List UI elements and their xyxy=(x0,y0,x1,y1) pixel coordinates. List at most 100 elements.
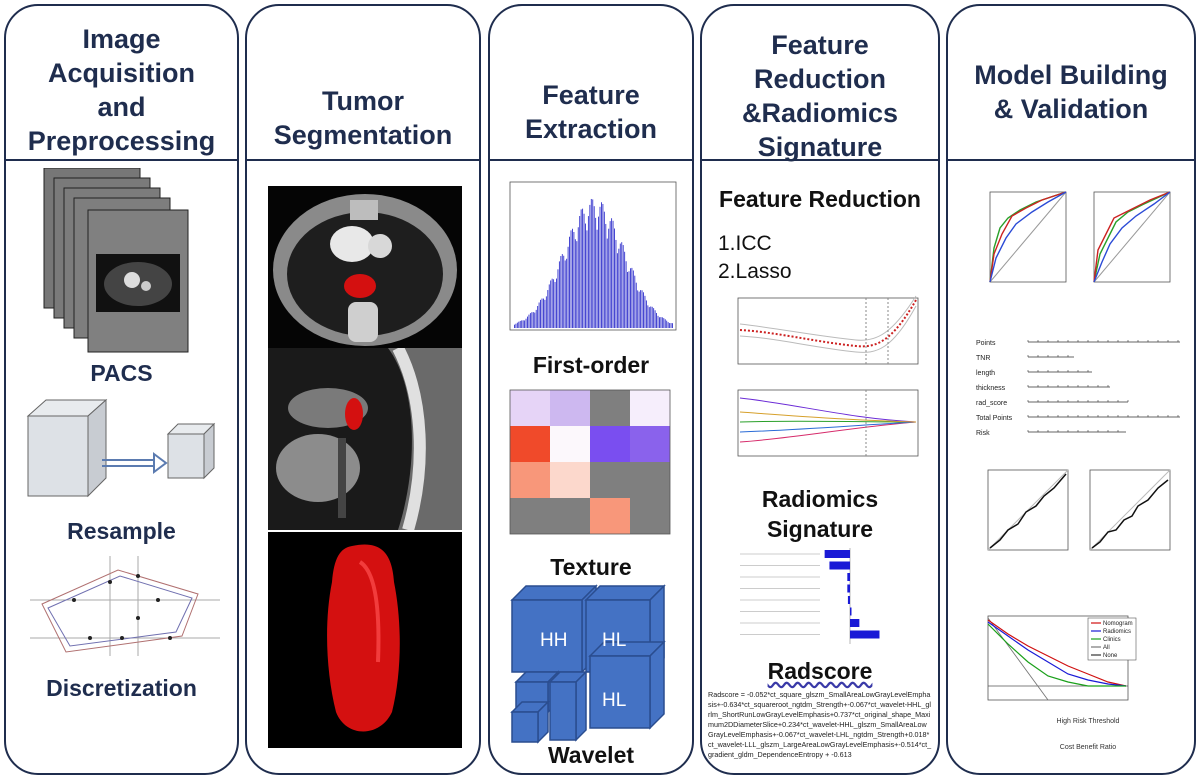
nomogram-row-label: TNR xyxy=(976,355,990,362)
heatmap-cell xyxy=(630,426,670,462)
histogram-bar xyxy=(570,230,572,328)
histogram-bar xyxy=(569,236,570,328)
dca-curve xyxy=(987,623,1126,687)
legend-label: Radiomics xyxy=(1103,629,1131,635)
panel-title: Model Building & Validation xyxy=(948,58,1194,126)
histogram-bar xyxy=(657,315,659,328)
histogram-bar xyxy=(535,309,537,328)
title-line: Reduction xyxy=(754,64,886,94)
dca-x-label: High Risk Threshold xyxy=(1056,718,1120,725)
roc-curve-right xyxy=(1093,191,1171,283)
histogram-bar xyxy=(672,323,673,328)
feature-reduction-heading: Feature Reduction xyxy=(719,186,921,212)
histogram-bar xyxy=(648,307,650,328)
coefficient-bar xyxy=(850,619,860,627)
histogram-bar xyxy=(621,242,623,328)
dca-curve xyxy=(987,621,1127,687)
roc-curve-left xyxy=(989,191,1067,283)
histogram-bar xyxy=(644,295,646,328)
histogram-bar xyxy=(667,322,669,328)
histogram-bar xyxy=(599,206,601,328)
histogram-bar xyxy=(637,290,639,328)
histogram-bar xyxy=(567,246,569,328)
histogram-bar xyxy=(524,320,526,328)
histogram-bar xyxy=(663,318,665,328)
histogram-bar xyxy=(556,278,557,328)
panel-title: Tumor Segmentation xyxy=(247,84,479,152)
heatmap-cell xyxy=(630,462,670,498)
tumor-3d-render xyxy=(268,532,462,748)
histogram-bar xyxy=(540,299,541,328)
coefficient-bar xyxy=(847,584,850,593)
heatmap-cell xyxy=(550,462,590,498)
legend-label: Nomogram xyxy=(1103,621,1133,627)
histogram-bar xyxy=(548,284,550,328)
histogram-bar xyxy=(602,203,604,328)
histogram-bar xyxy=(660,317,662,328)
histogram-bar xyxy=(522,320,524,328)
histogram-bar xyxy=(590,198,592,328)
histogram-bar xyxy=(572,228,573,328)
divider xyxy=(702,159,938,161)
histogram-bar xyxy=(541,298,543,328)
histogram-bar xyxy=(534,312,536,328)
heatmap-cell xyxy=(510,462,550,498)
histogram-bar xyxy=(580,209,582,328)
panel-title: Image Acquisition and Preprocessing xyxy=(6,22,237,158)
histogram-bar xyxy=(531,312,533,328)
pacs-stack-icon xyxy=(43,168,189,353)
heatmap-cell xyxy=(630,390,670,426)
histogram-bar xyxy=(625,261,627,328)
legend-label: Clinics xyxy=(1103,637,1121,643)
radscore-formula: Radscore = -0.052*ct_square_glszm_SmallA… xyxy=(708,690,932,759)
title-line: & Validation xyxy=(993,94,1149,124)
histogram-bar xyxy=(661,317,663,328)
all-curve xyxy=(987,617,1049,701)
divider xyxy=(948,159,1194,161)
histogram-bar xyxy=(651,306,653,328)
lasso-coefficient-plot xyxy=(737,389,919,457)
histogram-bar xyxy=(577,227,579,328)
histogram-bar xyxy=(538,302,540,328)
title-line: Extraction xyxy=(524,114,658,144)
coefficient-bar xyxy=(847,573,850,581)
histogram-bar xyxy=(647,305,649,328)
histogram-bar xyxy=(603,211,605,328)
histogram-bar xyxy=(557,269,559,328)
histogram-bar xyxy=(560,256,562,328)
histogram-bar xyxy=(529,313,531,328)
histogram-bar xyxy=(573,231,575,328)
histogram-bar xyxy=(554,281,556,328)
divider xyxy=(6,159,237,161)
histogram-bar xyxy=(579,216,581,328)
panel-segmentation: Tumor Segmentation xyxy=(245,4,481,775)
calibration-curve-right xyxy=(1089,469,1171,551)
histogram-bar xyxy=(558,261,560,328)
heatmap-cell xyxy=(590,426,630,462)
histogram-bar xyxy=(553,279,555,328)
histogram-bar xyxy=(664,319,666,328)
histogram-frame xyxy=(509,181,677,331)
histogram-bar xyxy=(635,282,637,328)
histogram-bar xyxy=(606,238,608,328)
nomogram-row-label: Risk xyxy=(976,430,990,437)
title-line: Image xyxy=(82,24,161,54)
discretization-label: Discretization xyxy=(46,675,197,701)
step-lasso: 2.Lasso xyxy=(718,260,792,283)
histogram-bar xyxy=(638,291,640,328)
heatmap-cell xyxy=(510,390,550,426)
histogram-bar xyxy=(670,323,672,328)
heatmap-cell xyxy=(630,498,670,534)
histogram-bar xyxy=(609,221,611,328)
histogram-bar xyxy=(592,199,594,328)
wavelet-label-hl-top: HL xyxy=(602,630,627,651)
panel-title: Feature Extraction xyxy=(490,78,692,146)
panel-extraction: Feature Extraction First-order Texture H… xyxy=(488,4,694,775)
histogram-bar xyxy=(622,245,624,328)
nomogram-row-label: length xyxy=(976,370,995,377)
histogram-bar xyxy=(654,310,656,328)
histogram-bar xyxy=(616,253,618,328)
histogram-bar xyxy=(666,320,668,328)
